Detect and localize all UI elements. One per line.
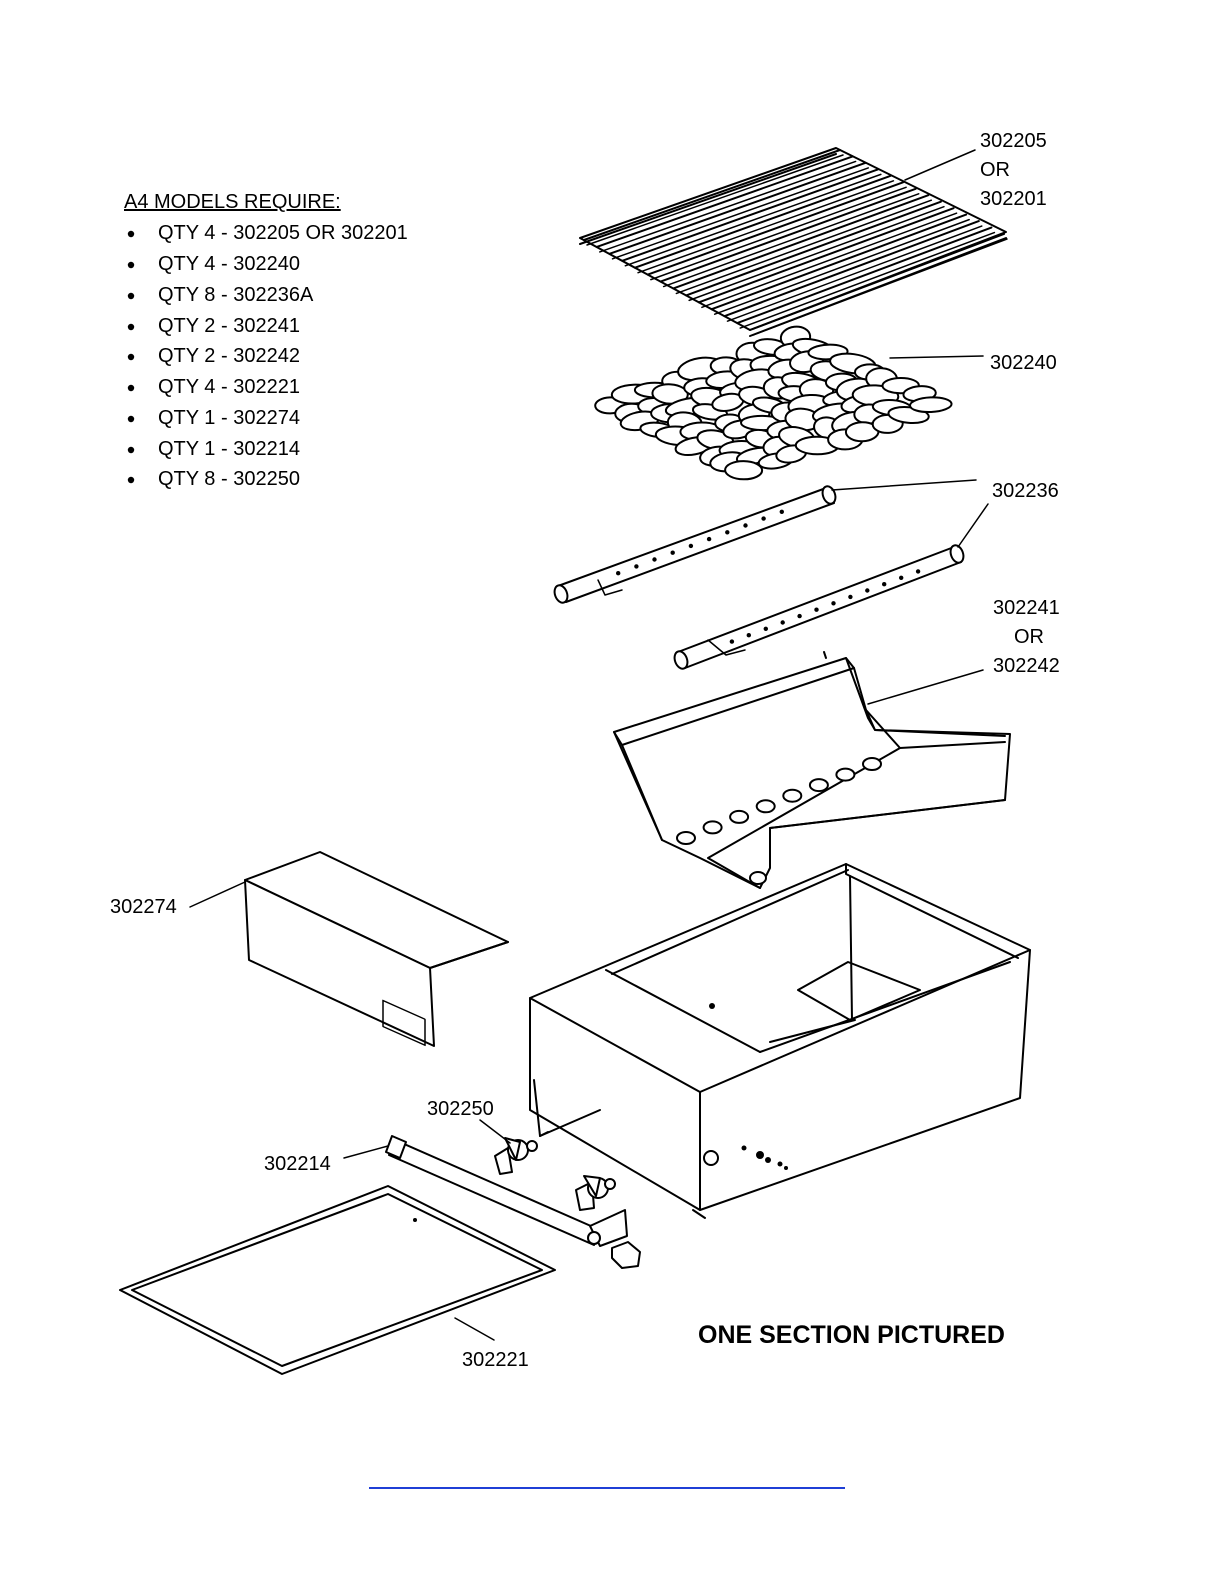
callout-grate-1: 302205 [980,130,1047,152]
radiant-rocks [595,325,952,479]
burner-box-port [863,758,881,770]
callout-leader-radiants [890,356,983,358]
callout-leader-valve [480,1120,510,1143]
burner-port-hole [725,530,729,534]
grate-rod [635,176,890,268]
burner-port-hole [747,633,751,637]
callout-burner-box-2: OR [1014,626,1044,648]
broiler-body [530,864,1030,1218]
grate-rod [597,156,853,246]
grate-rod-shadow [689,207,944,301]
requirement-item: QTY 8 - 302250 [158,468,300,490]
requirement-item: QTY 2 - 302242 [158,345,300,367]
burner-box [614,652,1010,888]
grate-rod-shadow [651,187,906,279]
burner-port-hole [634,564,638,568]
burner-port-hole [761,516,765,520]
burner-tube-upper [552,484,837,604]
caption-one-section: ONE SECTION PICTURED [698,1321,1005,1349]
burner-port-hole [764,627,768,631]
burner-port-hole [848,595,852,599]
callout-leader-burner [832,480,976,490]
grate-rod [610,163,866,254]
burner-box-port [783,790,801,802]
callout-burner-box-1: 302241 [993,597,1060,619]
burner-port-hole [616,571,620,575]
grate-rod-shadow [702,213,957,307]
valve-upper [495,1138,537,1174]
burner-port-hole [814,608,818,612]
burner-port-hole [882,582,886,586]
grate-rod [648,182,903,274]
grate-rod-shadow [676,200,931,293]
requirements-list: A4 MODELS REQUIRE: QTY 4 - 302205 OR 302… [124,191,408,490]
callout-leader-burner-box [868,670,983,704]
callout-heat-shield: 302274 [110,896,177,918]
burner-box-port [704,821,722,833]
grate-rod-shadow [727,226,981,321]
requirement-item: QTY 1 - 302214 [158,438,300,460]
callout-burner: 302236 [992,480,1059,502]
burner-port-hole [671,551,675,555]
requirements-heading: A4 MODELS REQUIRE: [124,191,341,213]
burner-port-hole [707,537,711,541]
requirement-item: QTY 2 - 302241 [158,315,300,337]
callout-leader-drip-pan [455,1318,494,1340]
requirement-item: QTY 4 - 302221 [158,376,300,398]
burner-port-hole [899,576,903,580]
callout-manifold: 302214 [264,1153,331,1175]
burner-box-port [757,800,775,812]
valve-lower [576,1176,615,1210]
burner-box-port [730,811,748,823]
burner-port-hole [730,639,734,643]
callout-radiants: 302240 [990,352,1057,374]
callout-burner-box-3: 302242 [993,655,1060,677]
requirement-item: QTY 4 - 302205 OR 302201 [158,222,408,244]
grate-rod-shadow [600,161,856,251]
burner-port-hole [916,569,920,573]
burner-port-hole [865,588,869,592]
burner-port-hole [780,510,784,514]
burner-tube-lower [672,543,965,670]
requirement-item: QTY 1 - 302274 [158,407,300,429]
radiant-rock [725,461,762,480]
callout-grate-3: 302201 [980,188,1047,210]
callout-valve: 302250 [427,1098,494,1120]
callout-leader-manifold [344,1146,388,1158]
burner-port-hole [797,614,801,618]
burner-box-port [836,769,854,781]
burner-port-hole [652,557,656,561]
callout-drip-pan: 302221 [462,1349,529,1371]
burner-box-port [677,832,695,844]
heat-shield [245,852,508,1046]
grate-rod-shadow [625,174,881,265]
hyperlink-underline[interactable] [369,1487,845,1489]
callout-leader-burner-2 [958,504,988,547]
requirement-item: QTY 4 - 302240 [158,253,300,275]
callout-leader-heat-shield [190,882,245,907]
burner-port-hole [781,620,785,624]
burner-port-hole [831,601,835,605]
callout-leader-grate [905,150,975,180]
grate-rod [584,150,840,240]
burner-box-port [750,872,766,884]
grate-rod-shadow [587,155,843,245]
drip-pan [120,1186,555,1374]
grate-rod-shadow [638,181,893,273]
burner-port-hole [689,544,693,548]
burner-box-port [810,779,828,791]
burner-port-hole [743,523,747,527]
callout-grate-2: OR [980,159,1010,181]
cooking-grate [580,148,1007,336]
requirement-item: QTY 8 - 302236A [158,284,314,306]
grate-rod-shadow [664,194,919,287]
